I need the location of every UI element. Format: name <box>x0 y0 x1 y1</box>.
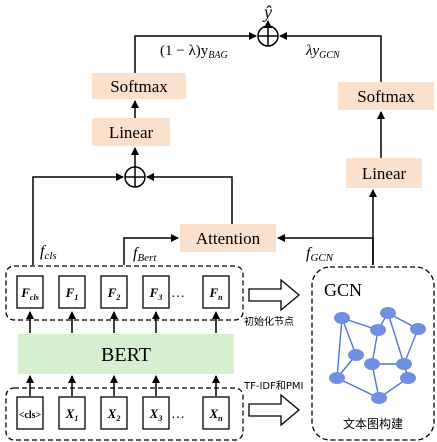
graph-node <box>370 324 386 336</box>
graph-nodes <box>329 307 426 404</box>
graph-node <box>364 358 380 370</box>
feature-token-4: Fn <box>202 275 230 333</box>
input-row-group <box>5 387 244 441</box>
graph-node <box>329 372 345 384</box>
feature-token-box <box>58 275 86 309</box>
input-token-1: X1 <box>58 375 86 430</box>
graph-node <box>334 312 350 324</box>
tfidf-pmi-label: TF-IDF和PMI <box>243 380 303 392</box>
feature-token-label: F1 <box>65 285 79 302</box>
gcn-group <box>311 266 435 441</box>
bert-label: BERT <box>101 344 151 366</box>
fbert-label: fBert <box>133 245 157 264</box>
graph-node <box>396 358 412 370</box>
fcls-label: fcls <box>40 243 57 262</box>
left-softmax-box <box>92 73 186 99</box>
feature-token-3: F3 <box>142 275 170 333</box>
left-softmax-to-sum-line <box>134 32 257 73</box>
feature-token-box <box>202 275 230 309</box>
bert-box <box>18 334 234 374</box>
left-linear-label: Linear <box>109 123 154 142</box>
attention-box <box>180 224 276 252</box>
right-linear-label: Linear <box>362 164 407 183</box>
init-nodes-label: 初始化节点 <box>244 315 294 328</box>
graph-node <box>371 392 387 404</box>
feature-ellipsis: … <box>171 286 185 301</box>
feature-token-label: Fn <box>208 285 223 302</box>
top-sum-operator <box>257 25 279 47</box>
input-token-label: <cls> <box>19 410 42 421</box>
right-linear-box <box>346 158 422 188</box>
graph-node <box>348 349 364 361</box>
input-token-3: X3 <box>142 375 170 430</box>
input-token-2: X2 <box>100 375 128 430</box>
feature-token-1: F1 <box>58 275 86 333</box>
gcn-label: GCN <box>324 280 362 300</box>
attention-label: Attention <box>196 229 261 248</box>
fcls-to-mid-sum-line <box>32 173 124 265</box>
right-softmax-label: Softmax <box>357 87 415 106</box>
input-token-label: X2 <box>107 406 121 423</box>
right-softmax-to-sum-line <box>279 32 382 82</box>
input-token-box <box>202 396 230 430</box>
feature-token-label: Fcls <box>20 285 39 302</box>
right-softmax-box <box>338 82 434 110</box>
input-token-label: Xn <box>208 406 223 423</box>
left-weight-label: (1 − λ)yBAG <box>160 43 228 61</box>
feature-token-box <box>142 275 170 309</box>
input-token-label: X1 <box>65 406 79 423</box>
input-token-4: Xn <box>202 375 230 430</box>
attention-to-mid-sum-line <box>146 173 233 224</box>
feature-token-box <box>16 275 44 309</box>
input-ellipsis: … <box>171 407 185 422</box>
text-graph-label: 文本图构建 <box>343 416 403 431</box>
input-token-box <box>16 396 44 430</box>
input-token-label: X3 <box>149 406 163 423</box>
input-row: <cls> X1 X2 X3 Xn … <box>16 375 230 430</box>
input-token-box <box>58 396 86 430</box>
input-to-graph-hollow-arrow <box>248 393 301 427</box>
input-token-box <box>100 396 128 430</box>
feature-row-group <box>5 265 244 321</box>
fgcn-label: fGCN <box>306 245 334 264</box>
feature-token-label: F3 <box>149 285 163 302</box>
feature-token-2: F2 <box>100 275 128 333</box>
right-weight-label: λyGCN <box>305 43 341 61</box>
left-softmax-label: Softmax <box>110 77 168 96</box>
input-token-box <box>142 396 170 430</box>
left-linear-box <box>92 118 170 146</box>
feature-token-label: F2 <box>107 285 121 302</box>
mid-sum-operator <box>124 166 146 188</box>
feature-token-0: Fcls <box>16 275 44 333</box>
graph-node <box>400 372 416 384</box>
feature-token-box <box>100 275 128 309</box>
feature-to-gcn-hollow-arrow <box>248 278 301 312</box>
y-hat-label: ŷ <box>262 2 272 22</box>
fbert-to-attention-line <box>123 234 179 265</box>
graph-node <box>380 307 396 319</box>
input-token-0: <cls> <box>16 375 44 430</box>
graph-node <box>410 323 426 335</box>
feature-row: Fcls F1 F2 F3 Fn … <box>16 275 230 333</box>
